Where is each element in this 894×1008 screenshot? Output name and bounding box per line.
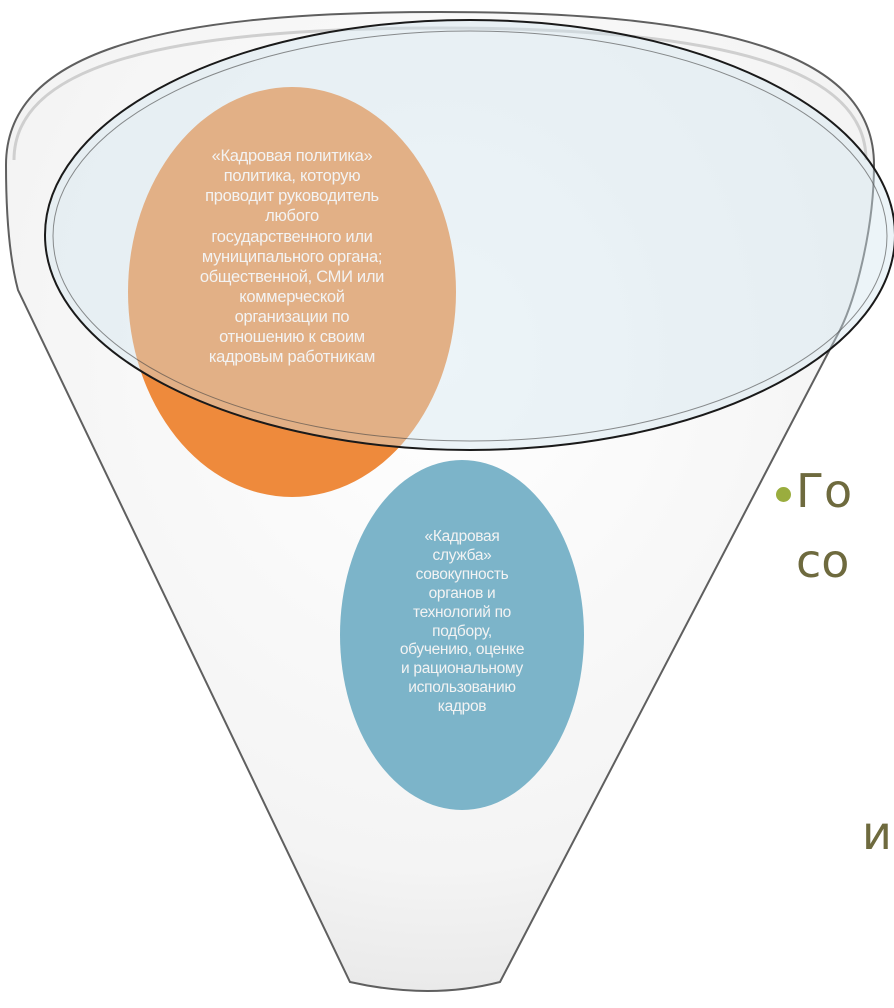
circle-text-line: политика, которую: [223, 167, 361, 186]
funnel-rim-shade: [12, 26, 868, 161]
funnel-rim: [44, 19, 894, 451]
circle-text-line: «Кадровая: [424, 528, 500, 545]
circle-text-line: подбору,: [432, 622, 492, 640]
circle-text-line: органов и: [428, 584, 496, 602]
circle-text-line: служба»: [432, 546, 492, 564]
slide-bullet-line-1: Го: [796, 464, 853, 518]
circle-text-line: кадровым работникам: [208, 348, 376, 367]
circle-text-line: муниципального органа;: [201, 247, 383, 266]
slide-text-fragment: и: [862, 806, 892, 860]
circle-text-line: отношению к своим: [219, 328, 365, 347]
circle-text-line: кадров: [437, 698, 487, 716]
circle-text-line: проводит руководитель: [205, 187, 379, 206]
policy-circle: [128, 87, 456, 497]
circle-text-line: организации по: [234, 308, 350, 326]
slide-bullet-line-2: со: [796, 534, 850, 588]
circle-text-line: обучению, оценке: [399, 641, 525, 659]
circle-text-line: государственного или: [211, 227, 373, 246]
funnel-rim-inner-line: [52, 30, 888, 442]
circle-text-line: использованию: [408, 679, 516, 697]
circle-text-line: коммерческой: [239, 287, 345, 306]
service-circle: [340, 460, 584, 810]
bullet-dot: [776, 487, 791, 502]
circle-text-line: совокупность: [415, 565, 509, 583]
circle-text-line: и рациональному: [401, 660, 523, 678]
circle-text-line: «Кадровая политика»: [211, 147, 373, 165]
circle-text-line: технологий по: [412, 603, 512, 621]
circle-text-line: общественной, СМИ или: [199, 267, 385, 286]
circle-text-line: любого: [265, 207, 319, 226]
